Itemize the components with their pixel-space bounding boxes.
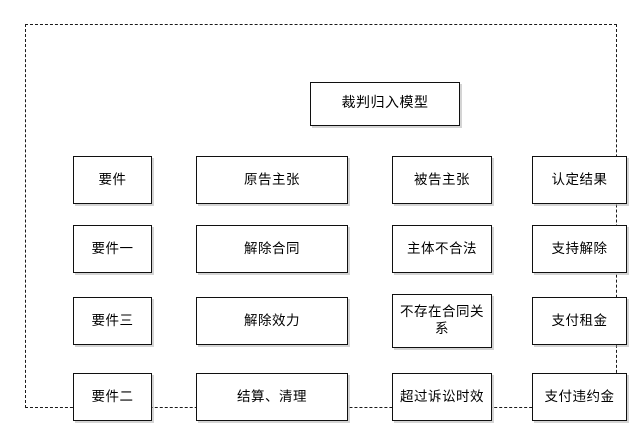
node-label: 主体不合法 [407, 240, 477, 257]
node-plaintiff-claim-2[interactable]: 解除效力 [196, 297, 348, 345]
node-finding-3[interactable]: 支付违约金 [532, 373, 627, 421]
node-defendant-claim-1[interactable]: 主体不合法 [392, 225, 492, 273]
node-label: 被告主张 [414, 171, 470, 188]
node-label: 不存在合同关系 [400, 304, 484, 337]
node-defendant-claim-3[interactable]: 超过诉讼时效 [392, 373, 492, 421]
node-label: 要件一 [91, 240, 134, 257]
node-label: 支付租金 [551, 312, 608, 329]
node-plaintiff-claim-3[interactable]: 结算、清理 [196, 373, 348, 421]
node-header-defendant-claim[interactable]: 被告主张 [392, 156, 492, 204]
node-header-plaintiff-claim[interactable]: 原告主张 [196, 156, 348, 204]
node-header-element[interactable]: 要件 [73, 156, 152, 204]
node-element-3[interactable]: 要件二 [73, 373, 152, 421]
node-label: 解除效力 [244, 312, 300, 329]
node-finding-1[interactable]: 支持解除 [532, 225, 627, 273]
node-label: 支付违约金 [544, 388, 615, 405]
node-label: 要件二 [91, 388, 134, 405]
node-label: 认定结果 [551, 171, 608, 188]
node-element-2[interactable]: 要件三 [73, 297, 152, 345]
node-label: 原告主张 [244, 171, 300, 188]
node-finding-2[interactable]: 支付租金 [532, 297, 627, 345]
node-label: 结算、清理 [237, 388, 307, 405]
node-model-title[interactable]: 裁判归入模型 [310, 82, 460, 126]
node-label: 解除合同 [244, 240, 300, 257]
outer-dashed-frame: 裁判归入模型 要件 原告主张 被告主张 认定结果 要件一 解除合同 主体不合法 … [25, 24, 627, 421]
node-plaintiff-claim-1[interactable]: 解除合同 [196, 225, 348, 273]
node-label: 超过诉讼时效 [400, 388, 484, 405]
node-label: 要件三 [91, 312, 134, 329]
node-element-1[interactable]: 要件一 [73, 225, 152, 273]
node-label: 裁判归入模型 [341, 95, 429, 112]
node-label: 要件 [98, 171, 127, 188]
node-defendant-claim-2[interactable]: 不存在合同关系 [392, 294, 492, 348]
node-label: 支持解除 [551, 240, 608, 257]
node-header-finding[interactable]: 认定结果 [532, 156, 627, 204]
